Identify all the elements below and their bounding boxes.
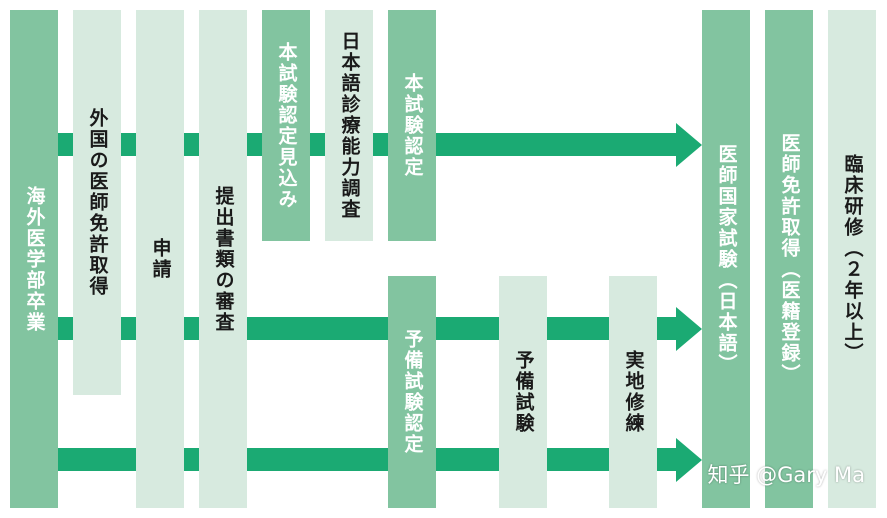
box-application: 申請	[136, 10, 184, 508]
box-document-review-label: 提出書類の審査	[212, 185, 235, 333]
box-license-registration: 医師免許取得（医籍登録）	[765, 10, 813, 508]
box-preliminary-exam-approved: 予備試験認定	[388, 276, 436, 508]
arrow-head-row-1	[676, 123, 702, 167]
box-foreign-license: 外国の医師免許取得	[73, 10, 121, 395]
box-practical-training-label: 実地修練	[622, 350, 645, 434]
box-preliminary-exam-approved-label: 予備試験認定	[401, 329, 424, 455]
box-japanese-ability-survey: 日本語診療能力調査	[325, 10, 373, 241]
box-national-exam-label: 医師国家試験（日本語）	[715, 143, 738, 375]
box-foreign-license-label: 外国の医師免許取得	[86, 108, 109, 297]
box-main-exam-provisional: 本試験認定見込み	[262, 10, 310, 241]
box-japanese-ability-survey-label: 日本語診療能力調査	[338, 31, 361, 220]
box-clinical-training: 臨床研修（２年以上）	[828, 10, 876, 508]
box-clinical-training-label: 臨床研修（２年以上）	[841, 154, 864, 364]
box-national-exam: 医師国家試験（日本語）	[702, 10, 750, 508]
box-main-exam-provisional-label: 本試験認定見込み	[275, 41, 298, 210]
box-overseas-medical-graduation: 海外医学部卒業	[10, 10, 58, 508]
box-preliminary-exam-label: 予備試験	[512, 350, 535, 434]
box-document-review: 提出書類の審査	[199, 10, 247, 508]
arrow-head-row-3	[676, 438, 702, 482]
box-license-registration-label: 医師免許取得（医籍登録）	[778, 133, 801, 385]
box-main-exam-approved-label: 本試験認定	[401, 73, 424, 178]
box-application-label: 申請	[149, 238, 172, 280]
box-practical-training: 実地修練	[609, 276, 657, 508]
box-overseas-medical-graduation-label: 海外医学部卒業	[23, 185, 46, 333]
watermark: 知乎 @Gary Ma	[707, 463, 865, 487]
box-main-exam-approved: 本試験認定	[388, 10, 436, 241]
box-preliminary-exam: 予備試験	[499, 276, 547, 508]
arrow-head-row-2	[676, 307, 702, 351]
